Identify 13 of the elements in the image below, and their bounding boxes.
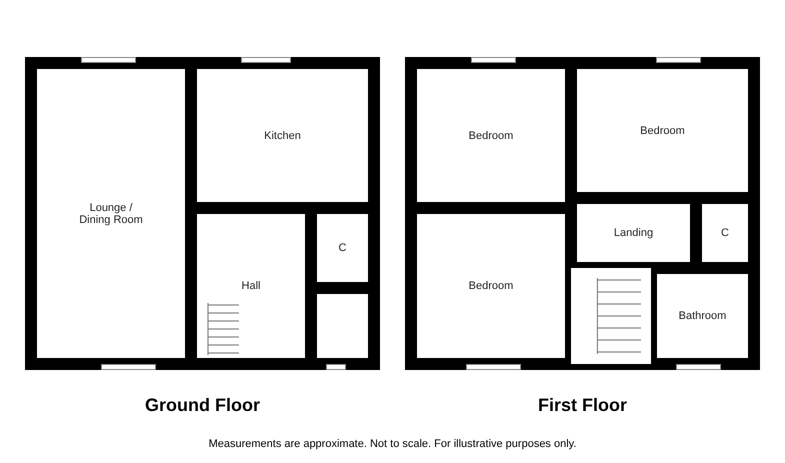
room-label: Bathroom xyxy=(678,310,726,322)
room-label: Bedroom xyxy=(468,280,514,292)
room-label: Kitchen xyxy=(264,130,301,142)
room-label: Lounge / Dining Room xyxy=(78,202,144,226)
room-label: Bedroom xyxy=(640,124,685,136)
room-label: Landing xyxy=(614,227,654,239)
room-label: C xyxy=(338,242,346,254)
floor-title: Ground Floor xyxy=(144,395,261,416)
floor-title: First Floor xyxy=(537,395,628,416)
room-label: C xyxy=(721,227,729,239)
room-label: Hall xyxy=(242,280,260,292)
disclaimer-note: Measurements are approximate. Not to scale. For illustrative purposes only. xyxy=(208,438,578,450)
room-label: Bedroom xyxy=(468,130,514,142)
